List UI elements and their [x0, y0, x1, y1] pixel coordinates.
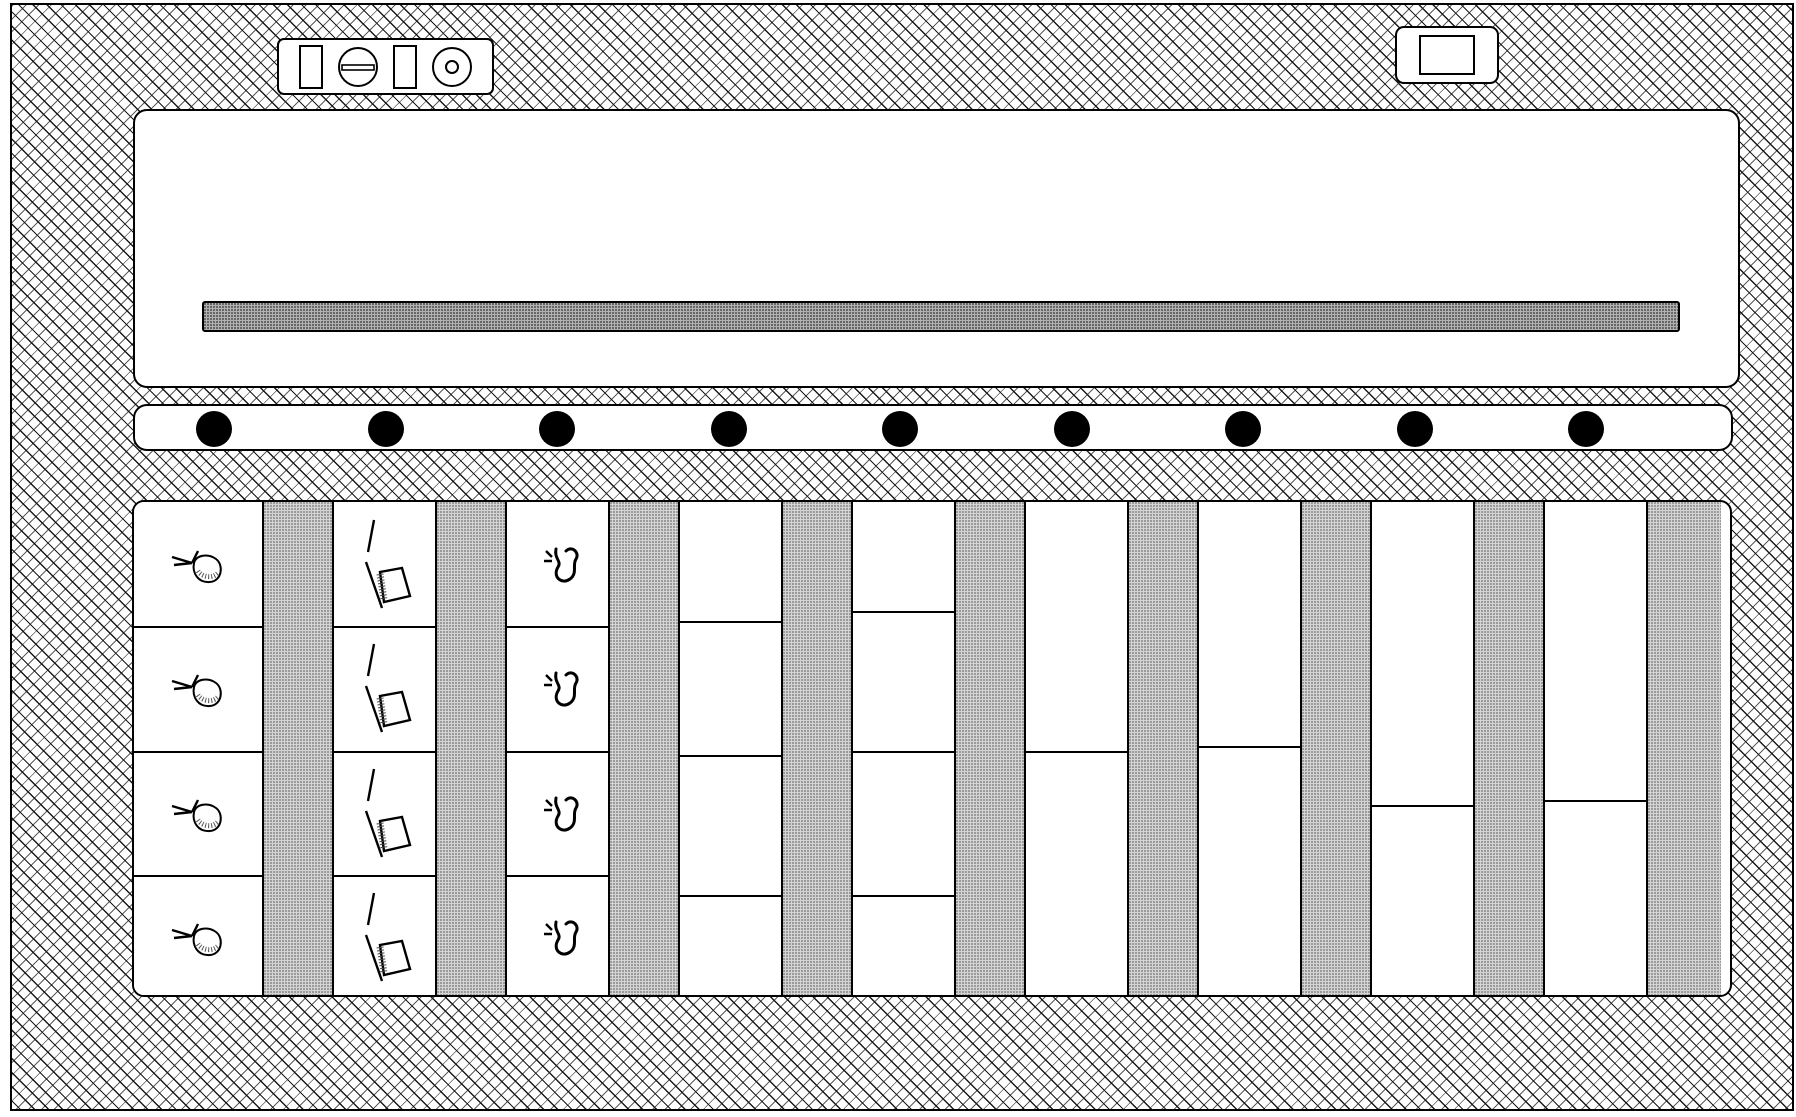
display-panel [133, 109, 1740, 388]
shaded-column [783, 502, 853, 995]
squiggle-icon [528, 788, 588, 838]
dot-button-icon[interactable] [711, 411, 747, 447]
dot-button-icon[interactable] [1568, 411, 1604, 447]
piece-cell[interactable] [134, 751, 262, 877]
sorting-board [132, 500, 1732, 997]
slot-divider [1545, 800, 1646, 802]
cheese-wedge-icon [352, 640, 418, 736]
shaded-column [264, 502, 334, 995]
ring-glyph-icon [431, 46, 473, 88]
slot-column[interactable] [853, 502, 956, 995]
slot-column[interactable] [1199, 502, 1302, 995]
bar-glyph-icon [298, 44, 324, 90]
slot-divider [1026, 751, 1127, 753]
slot-column[interactable] [1545, 502, 1648, 995]
slot-divider [1199, 746, 1300, 748]
dot-button-icon[interactable] [882, 411, 918, 447]
window-button[interactable] [1395, 26, 1499, 84]
cheese-wedge-icon [352, 516, 418, 612]
bag-icon [168, 790, 228, 836]
slot-divider [853, 611, 954, 613]
dot-rail [133, 404, 1733, 451]
bar-glyph-icon [392, 44, 418, 90]
dot-button-icon[interactable] [368, 411, 404, 447]
slot-divider [1372, 805, 1473, 807]
slot-column[interactable] [1026, 502, 1129, 995]
piece-column [334, 502, 437, 995]
window-icon [1419, 35, 1475, 75]
shaded-column [1302, 502, 1372, 995]
minus-circle-glyph-icon [337, 46, 379, 88]
piece-cell[interactable] [134, 502, 262, 628]
progress-bar [202, 301, 1680, 332]
slot-divider [680, 621, 781, 623]
slot-divider [680, 895, 781, 897]
cheese-wedge-icon [352, 765, 418, 861]
shaded-column [437, 502, 507, 995]
dot-button-icon[interactable] [1225, 411, 1261, 447]
cheese-wedge-icon [352, 889, 418, 985]
shaded-column [1648, 502, 1721, 995]
piece-cell[interactable] [507, 751, 608, 877]
slot-column[interactable] [680, 502, 783, 995]
shaded-column [1129, 502, 1199, 995]
shaded-column [956, 502, 1026, 995]
slot-divider [853, 895, 954, 897]
dot-button-icon[interactable] [196, 411, 232, 447]
squiggle-icon [528, 539, 588, 589]
piece-cell[interactable] [507, 626, 608, 752]
shaded-column [1475, 502, 1545, 995]
piece-cell[interactable] [334, 502, 435, 628]
piece-cell[interactable] [334, 626, 435, 752]
piece-column [507, 502, 610, 995]
piece-cell[interactable] [334, 875, 435, 997]
squiggle-icon [528, 912, 588, 962]
dot-button-icon[interactable] [539, 411, 575, 447]
piece-column [134, 502, 264, 995]
status-glyph-box [277, 38, 494, 95]
piece-cell[interactable] [507, 502, 608, 628]
slot-divider [853, 751, 954, 753]
bag-icon [168, 541, 228, 587]
piece-cell[interactable] [134, 626, 262, 752]
bag-icon [168, 665, 228, 711]
piece-cell[interactable] [334, 751, 435, 877]
desktop-pattern-background [10, 3, 1794, 1111]
dot-button-icon[interactable] [1054, 411, 1090, 447]
squiggle-icon [528, 663, 588, 713]
bag-icon [168, 914, 228, 960]
piece-cell[interactable] [507, 875, 608, 997]
piece-cell[interactable] [134, 875, 262, 997]
shaded-column [610, 502, 680, 995]
slot-column[interactable] [1372, 502, 1475, 995]
dot-button-icon[interactable] [1397, 411, 1433, 447]
progress-fill [204, 303, 1678, 330]
slot-divider [680, 755, 781, 757]
